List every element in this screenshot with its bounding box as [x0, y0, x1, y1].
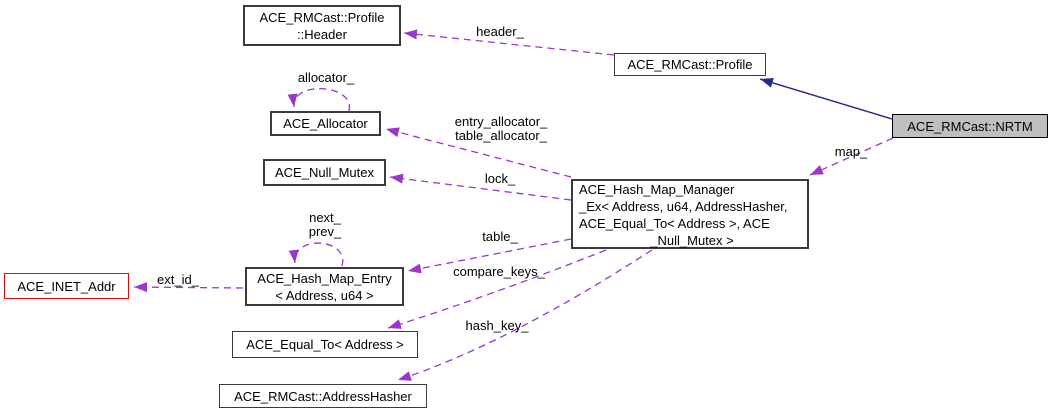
node-ace-inet-addr[interactable]: ACE_INET_Addr	[4, 273, 129, 299]
edge-label-ext-id: ext_id_	[157, 272, 199, 287]
node-label: ACE_RMCast::AddressHasher	[234, 388, 412, 404]
node-ace-hash-map-manager[interactable]: ACE_Hash_Map_Manager _Ex< Address, u64, …	[571, 179, 809, 249]
edge-label-compare-keys: compare_keys_	[453, 264, 545, 279]
node-ace-equal-to[interactable]: ACE_Equal_To< Address >	[232, 331, 418, 358]
edge-label-lock: lock_	[484, 171, 516, 186]
edge-label-allocator-self: allocator_	[297, 70, 355, 85]
edge-table	[407, 238, 572, 274]
node-ace-allocator[interactable]: ACE_Allocator	[270, 111, 381, 136]
node-label: _Ex< Address, u64, AddressHasher,	[579, 198, 788, 214]
node-label: _Null_Mutex >	[650, 232, 734, 248]
node-ace-hash-map-entry[interactable]: ACE_Hash_Map_Entry < Address, u64 >	[245, 267, 404, 306]
edge-ext-id	[133, 282, 244, 293]
edge-label-header: header_	[476, 24, 524, 39]
edge-compare-keys	[387, 249, 607, 329]
edge-entry-self-loop	[288, 242, 344, 267]
node-label: ACE_Allocator	[283, 116, 368, 131]
edge-map	[809, 137, 894, 176]
edge-entry-table-allocator	[385, 127, 572, 178]
node-ace-rmcast-profile-header[interactable]: ACE_RMCast::Profile ::Header	[243, 5, 401, 46]
edge-hash-key	[397, 249, 653, 381]
edge-label-table: table_	[482, 229, 518, 244]
edge-label-next-prev: next_ prev_	[308, 210, 342, 239]
node-ace-null-mutex[interactable]: ACE_Null_Mutex	[263, 159, 386, 186]
node-label: < Address, u64 >	[275, 287, 374, 303]
node-label: ACE_Equal_To< Address >, ACE	[579, 215, 770, 231]
node-label: ACE_RMCast::NRTM	[907, 118, 1033, 134]
node-label: ACE_Equal_To< Address >	[246, 337, 404, 352]
edge-label-entry-table-allocator: entry_allocator_ table_allocator_	[454, 114, 548, 143]
node-label: ACE_Hash_Map_Manager	[579, 181, 735, 197]
node-ace-rmcast-profile[interactable]: ACE_RMCast::Profile	[614, 53, 766, 76]
edge-label-map: map_	[834, 144, 868, 159]
edge-label-hash-key: hash_key_	[465, 318, 529, 333]
edge-allocator-self-loop	[287, 87, 350, 112]
node-label: ACE_RMCast::Profile	[259, 9, 385, 25]
node-label: ::Header	[297, 26, 347, 42]
edge-inheritance-nrtm-profile	[759, 77, 893, 120]
node-label: ACE_Null_Mutex	[275, 165, 374, 180]
node-ace-rmcast-nrtm: ACE_RMCast::NRTM	[892, 114, 1048, 138]
node-ace-rmcast-address-hasher[interactable]: ACE_RMCast::AddressHasher	[219, 384, 427, 408]
node-label: ACE_Hash_Map_Entry	[257, 270, 392, 286]
edge-lock	[389, 173, 572, 201]
node-label: ACE_INET_Addr	[17, 278, 116, 294]
node-label: ACE_RMCast::Profile	[627, 57, 753, 72]
